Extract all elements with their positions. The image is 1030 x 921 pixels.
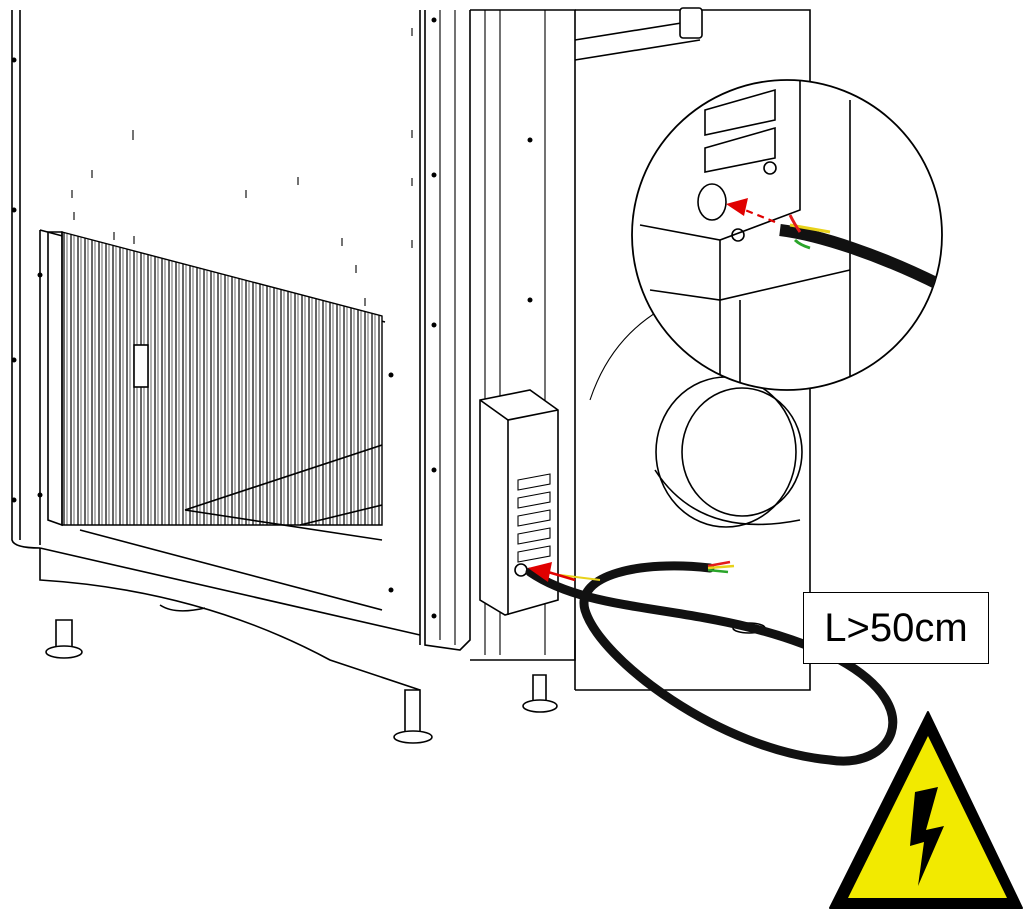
- stove-screws: [11, 57, 394, 593]
- door-latch: [133, 344, 149, 388]
- connection-arrow-icon: [528, 562, 576, 582]
- panel-tick-marks: [71, 28, 413, 306]
- stove-base: [39, 548, 766, 744]
- exhaust-pipe: [654, 376, 803, 528]
- cable-length-text: L>50cm: [824, 605, 968, 650]
- stove-body: [11, 10, 421, 645]
- cable-wires: [559, 574, 601, 581]
- power-cable: [525, 560, 898, 766]
- electrical-hazard-warning-icon: [829, 711, 1023, 909]
- vertical-post: [424, 10, 471, 651]
- cable-length-label: L>50cm: [803, 592, 989, 664]
- heat-exchanger-fins: [61, 231, 383, 526]
- zoom-callout: [589, 79, 943, 401]
